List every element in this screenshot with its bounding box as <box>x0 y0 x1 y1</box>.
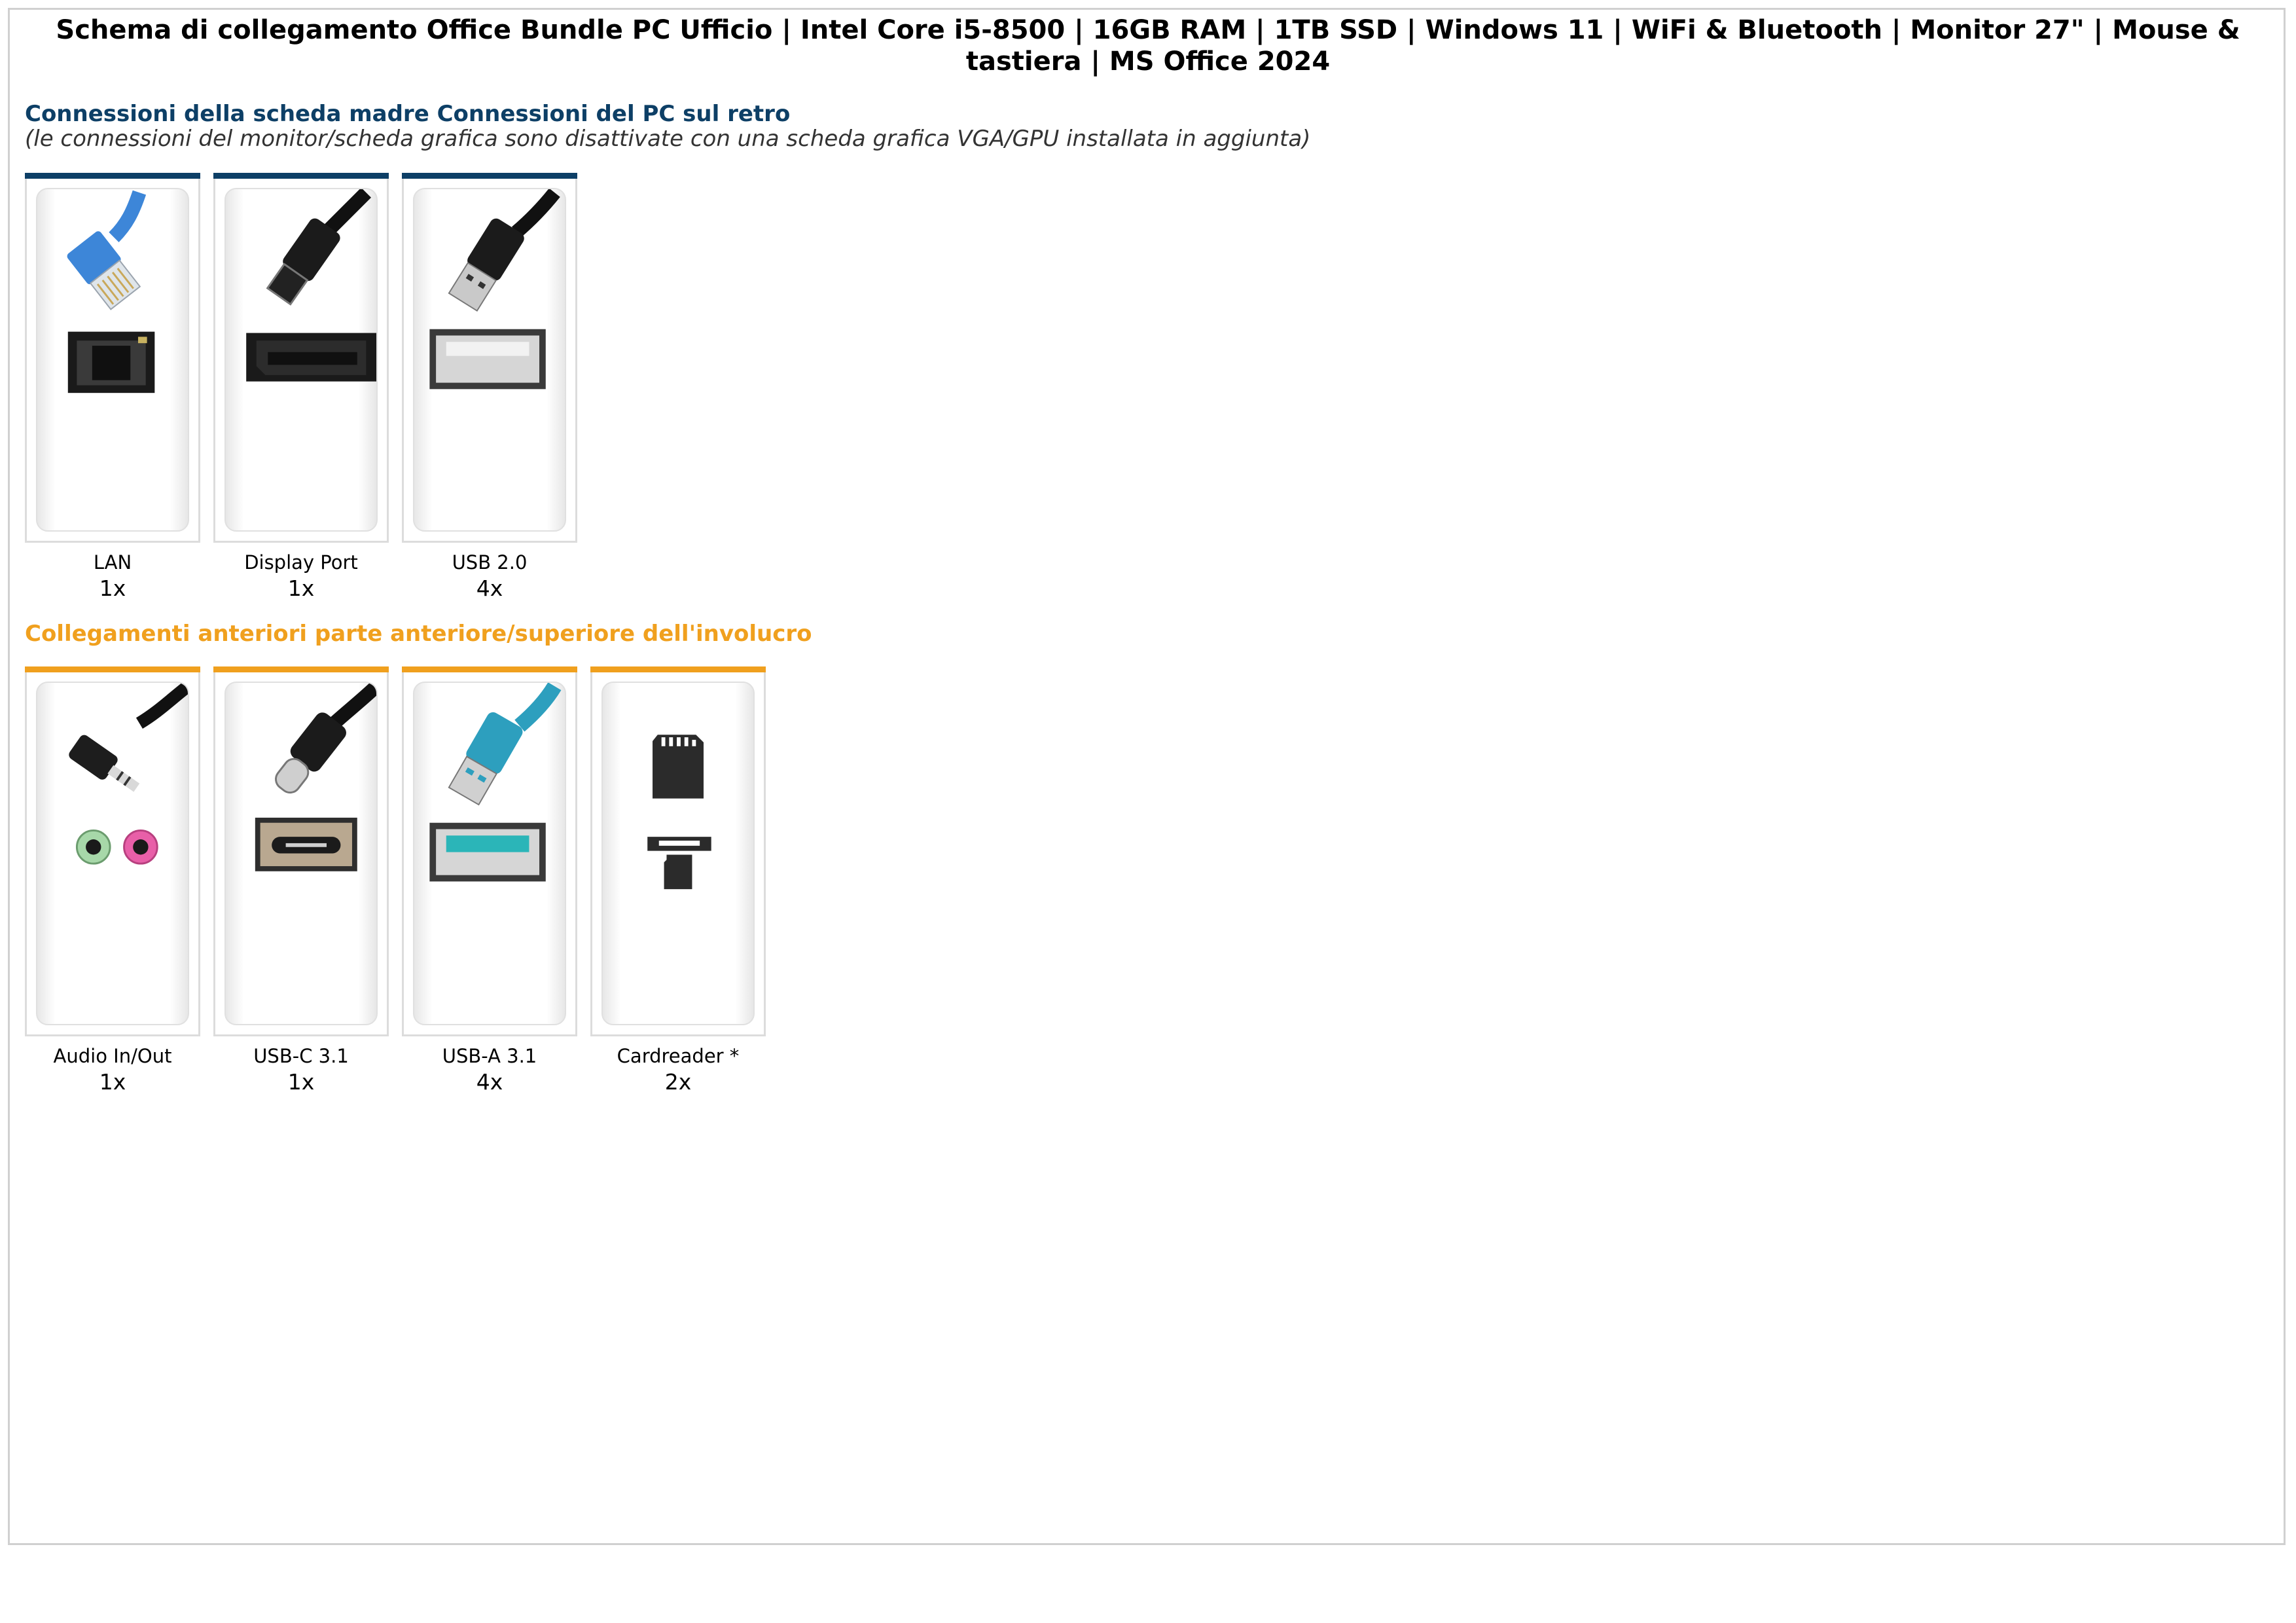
back-section-note: (le connessioni del monitor/scheda grafi… <box>25 126 1311 152</box>
port-label: Cardreader * <box>617 1045 740 1067</box>
port-count: 1x <box>287 575 315 601</box>
port-label: USB-A 3.1 <box>442 1045 537 1067</box>
port-card-lan: LAN 1x <box>25 173 200 602</box>
port-card-audio: Audio In/Out 1x <box>25 666 200 1095</box>
port-card-usb-2: USB 2.0 4x <box>402 173 577 602</box>
port-count: 4x <box>476 1069 503 1095</box>
port-card-displayport: Display Port 1x <box>213 173 389 602</box>
port-card-usb-c: USB-C 3.1 1x <box>213 666 389 1095</box>
port-count: 1x <box>287 1069 315 1095</box>
audio-jack-icon <box>69 683 188 865</box>
page-title: Schema di collegamento Office Bundle PC … <box>56 15 2240 77</box>
lan-port-icon <box>67 190 155 393</box>
port-label: Display Port <box>244 551 358 574</box>
usb-a-3-icon <box>429 683 562 882</box>
card-reader-icon <box>647 735 711 890</box>
usb-2-icon <box>429 189 560 390</box>
port-count: 4x <box>476 575 503 601</box>
port-count: 2x <box>664 1069 692 1095</box>
port-card-cardreader: Cardreader * 2x <box>590 666 766 1095</box>
usb-c-icon <box>255 683 376 871</box>
port-count: 1x <box>99 1069 126 1095</box>
port-label: LAN <box>93 551 132 574</box>
port-label: Audio In/Out <box>53 1045 172 1067</box>
port-count: 1x <box>99 575 126 601</box>
back-section-heading: Connessioni della scheda madre Connessio… <box>25 101 791 127</box>
displayport-icon <box>246 189 376 382</box>
port-label: USB-C 3.1 <box>253 1045 349 1067</box>
port-card-usb-a-3: USB-A 3.1 4x <box>402 666 577 1095</box>
front-section-heading: Collegamenti anteriori parte anteriore/s… <box>25 621 812 647</box>
port-label: USB 2.0 <box>452 551 528 574</box>
